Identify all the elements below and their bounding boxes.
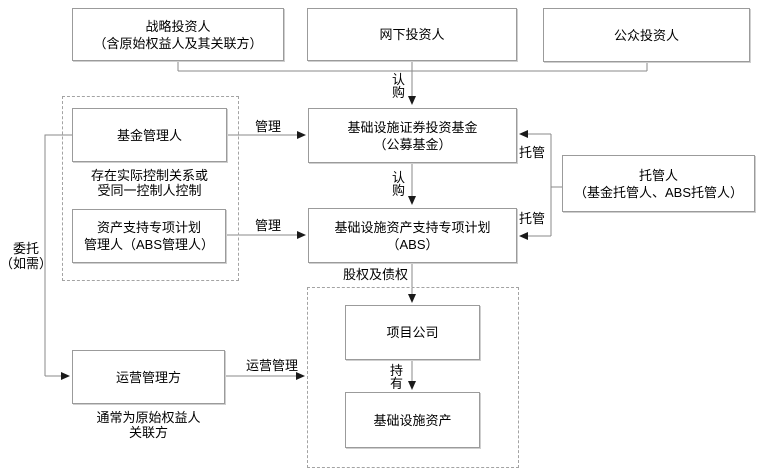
node-label: 基础设施证券投资基金 (347, 119, 478, 135)
node-label: 资产支持专项计划 (96, 220, 201, 235)
edge-label-entrust-line2: （如需） (0, 256, 53, 271)
note-control-relationship: 存在实际控制关系或 受同一控制人控制 (62, 168, 237, 198)
node-label: （ABS） (386, 236, 439, 252)
node-label: 战略投资人 (145, 18, 211, 34)
note-operator-affiliate: 通常为原始权益人 关联方 (72, 410, 225, 440)
node-strategic-investors: 战略投资人 （含原始权益人及其关联方） (72, 8, 284, 61)
edge-label-manage-fund: 管理 (255, 119, 282, 134)
node-label: 管理人（ABS管理人） (83, 237, 214, 252)
edge-label-subscribe-mid: 认购 (391, 170, 405, 198)
node-abs-manager: 资产支持专项计划 管理人（ABS管理人） (72, 209, 226, 263)
edge-label-equity-and-debt: 股权及债权 (343, 267, 409, 282)
edge-label-operate: 运营管理 (246, 358, 299, 373)
node-offline-investors: 网下投资人 (307, 8, 517, 61)
node-public-investors: 公众投资人 (543, 8, 750, 62)
node-infrastructure-asset: 基础设施资产 (345, 392, 480, 448)
edge-label-entrust: 委托 （如需） (0, 241, 52, 271)
node-fund-manager: 基金管理人 (72, 108, 227, 162)
node-label: （含原始权益人及其关联方） (93, 35, 263, 51)
underlying-asset-group-outline (307, 287, 519, 468)
node-label: 基础设施资产 (373, 412, 452, 428)
node-label: 运营管理方 (115, 369, 181, 385)
node-label: 项目公司 (386, 325, 439, 340)
edge-label-manage-abs: 管理 (255, 218, 282, 233)
note-line: 受同一控制人控制 (97, 183, 202, 198)
note-line: 通常为原始权益人 (96, 410, 201, 425)
edge-label-custody-abs: 托管 (519, 211, 546, 226)
edge-trustee-trunk (550, 134, 562, 236)
managers-group-outline (62, 96, 239, 281)
node-trustee: 托管人 （基金托管人、ABS托管人） (562, 155, 755, 212)
edge-label-hold: 持有 (389, 363, 403, 391)
edge-label-custody-fund: 托管 (519, 145, 546, 160)
node-abs-plan: 基础设施资产支持专项计划 （ABS） (308, 208, 517, 263)
node-label: （公募基金） (373, 136, 452, 152)
node-operations-manager: 运营管理方 (72, 350, 225, 404)
edge-entrust-trunk (44, 134, 72, 376)
node-label: 托管人 (638, 167, 678, 183)
node-label: 公众投资人 (613, 27, 679, 43)
node-label: 网下投资人 (379, 27, 445, 42)
note-line: 存在实际控制关系或 (90, 168, 208, 183)
edge-label-subscribe-top: 认购 (391, 72, 405, 100)
node-project-company: 项目公司 (345, 305, 480, 360)
node-public-offering-fund: 基础设施证券投资基金 （公募基金） (308, 108, 517, 163)
node-label: 基础设施资产支持专项计划 (334, 219, 491, 235)
note-line: 关联方 (128, 425, 168, 440)
node-label: 基金管理人 (116, 127, 182, 143)
node-label: （基金托管人、ABS托管人） (573, 184, 743, 200)
edge-label-entrust-line1: 委托 (12, 241, 39, 256)
